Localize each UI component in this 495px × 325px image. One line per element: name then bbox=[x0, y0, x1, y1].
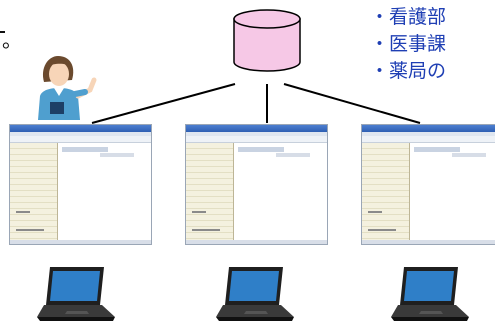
database-cylinder-icon bbox=[233, 9, 301, 72]
department-label: 薬局の bbox=[370, 58, 495, 85]
terminal-screen-center bbox=[185, 124, 328, 245]
terminal-screen-left bbox=[9, 124, 152, 245]
laptop-icon bbox=[391, 267, 469, 321]
department-label: 医事課 bbox=[370, 31, 495, 58]
department-label-list: 看護部 医事課 薬局の bbox=[370, 4, 495, 85]
laptop-icon bbox=[37, 267, 115, 321]
text-fragment-tail bbox=[0, 31, 5, 33]
text-fragment: 。 bbox=[2, 28, 22, 52]
connector-lines bbox=[91, 83, 421, 124]
connector-left bbox=[91, 83, 236, 124]
department-label: 看護部 bbox=[370, 4, 495, 31]
terminal-screen-right bbox=[361, 124, 495, 245]
nurse-presenting-icon bbox=[38, 56, 97, 120]
connector-right bbox=[283, 83, 421, 124]
laptop-icon bbox=[216, 267, 294, 321]
